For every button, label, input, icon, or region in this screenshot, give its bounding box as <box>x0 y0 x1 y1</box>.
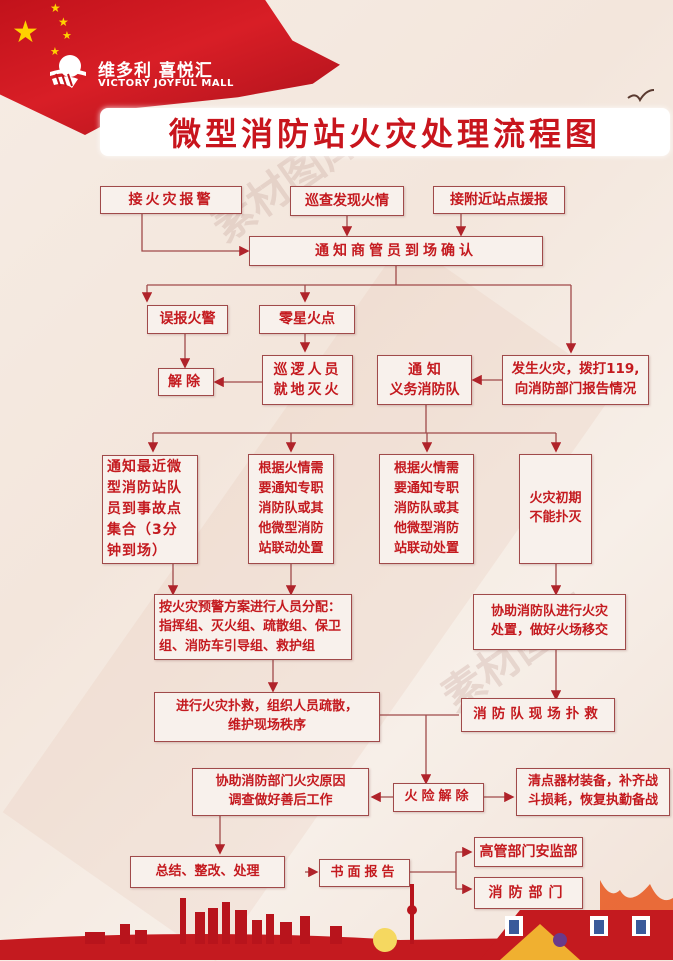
assist-investigation-box: 协助消防部门火灾原因 调查做好善后工作 <box>192 768 369 816</box>
dismiss-box: 解除 <box>158 368 214 396</box>
notify-volunteer-team-box: 通 知 义务消防队 <box>377 355 472 405</box>
star-icon: ★ <box>50 45 60 58</box>
patrol-find-fire-box: 巡查发现火情 <box>290 186 404 216</box>
written-report-box: 书面报告 <box>319 859 410 887</box>
star-icon: ★ <box>50 1 61 15</box>
fire-dept-box: 消防部门 <box>474 877 583 909</box>
city-skyline-illustration <box>0 880 673 960</box>
cannot-extinguish-box: 火灾初期 不能扑灭 <box>519 454 592 564</box>
patrol-extinguish-box: 巡逻人员 就地灭火 <box>262 355 353 405</box>
assist-fire-team-box: 协助消防队进行火灾 处置，做好火场移交 <box>473 594 626 650</box>
danger-cleared-box: 火险解除 <box>393 783 484 812</box>
small-fire-box: 零星火点 <box>259 305 355 334</box>
notify-nearest-station-box: 通知最近微 型消防站队 员到事故点 集合（3分 钟到场） <box>102 455 198 564</box>
call-119-box: 发生火灾，拨打119, 向消防部门报告情况 <box>502 355 649 405</box>
receive-alarm-box: 接火灾报警 <box>100 186 242 214</box>
firefight-evacuate-box: 进行火灾扑救，组织人员疏散， 维护现场秩序 <box>154 692 380 742</box>
bird-icon <box>627 89 655 103</box>
notify-manager-box: 通知商管员到场确认 <box>249 236 543 266</box>
brand-name-cn: 维多利 喜悦汇 <box>98 61 213 81</box>
assign-personnel-box: 按火灾预警方案进行人员分配： 指挥组、灭火组、疏散组、保卫 组、消防车引导组、救… <box>154 594 352 660</box>
firefighter-mascot-icon <box>373 928 397 952</box>
restock-equipment-box: 清点器材装备，补齐战 斗损耗，恢复执勤备战 <box>516 768 670 816</box>
fire-team-rescue-box: 消防队现场扑救 <box>461 698 615 732</box>
star-icon: ★ <box>62 29 72 42</box>
false-alarm-box: 误报火警 <box>147 305 228 334</box>
logo-icon <box>50 55 86 88</box>
linkage-response-box-b: 根据火情需 要通知专职 消防队或其 他微型消防 站联动处置 <box>379 454 474 564</box>
page-title: 微型消防站火灾处理流程图 <box>100 108 670 156</box>
summary-box: 总结、整改、处理 <box>130 856 285 888</box>
star-icon: ★ <box>12 15 39 50</box>
senior-safety-dept-box: 高管部门安监部 <box>474 837 583 867</box>
linkage-response-box-a: 根据火情需 要通知专职 消防队或其 他微型消防 站联动处置 <box>248 454 334 564</box>
star-icon: ★ <box>58 15 69 29</box>
nearby-station-report-box: 接附近站点援报 <box>433 186 565 214</box>
brand-name-en: VICTORY JOYFUL MALL <box>98 78 234 89</box>
